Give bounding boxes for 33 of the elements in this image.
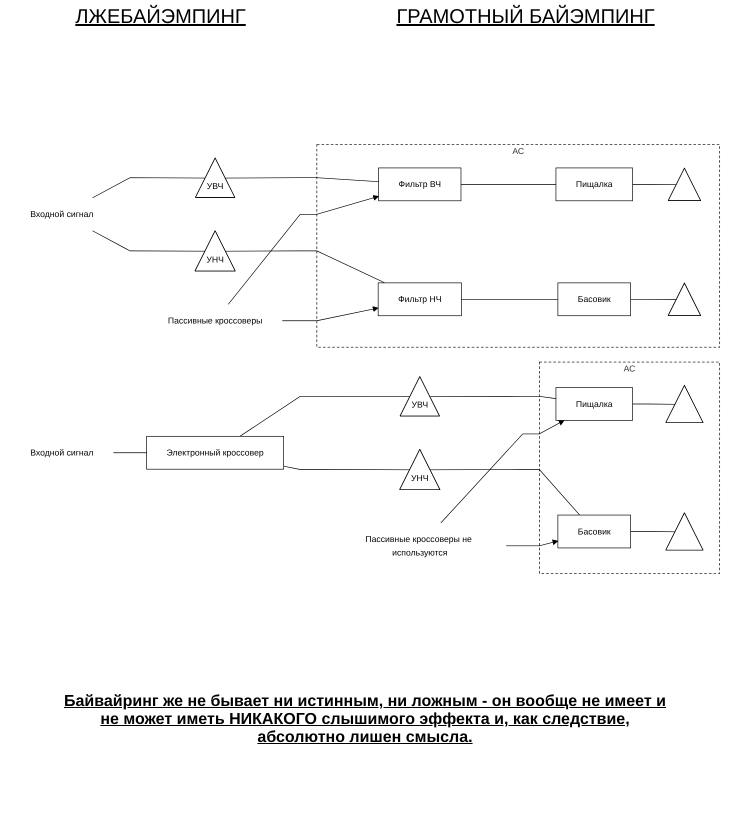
node-text: Входной сигнал — [30, 209, 94, 220]
connector — [225, 177, 379, 182]
arrow — [228, 195, 379, 305]
caption: Байвайринг же не бывает ни истинным, ни ложным - он вообще не имеет и не может иметь НИКАКОГО слышимого эффекта и, как следствие, абсолютно лишен смысла. — [63, 693, 667, 747]
connector — [113, 452, 147, 454]
connector — [630, 531, 676, 532]
node-box: Пищалка — [556, 168, 633, 202]
node-box: Пищалка — [556, 387, 633, 421]
node-text: Входной сигнал — [30, 448, 94, 458]
section-heading: ГРАМОТНЫЙ БАЙЭМПИНГ — [396, 6, 655, 29]
connector — [632, 184, 677, 186]
arrow — [440, 420, 564, 524]
arrow — [506, 539, 558, 546]
connector — [630, 298, 677, 300]
connector — [632, 404, 676, 405]
node-box: Басовик — [558, 514, 631, 548]
node-box: Электронный кроссовер — [146, 436, 284, 470]
connector — [460, 184, 556, 185]
arrow — [282, 306, 378, 322]
connector — [225, 250, 386, 284]
node-box: Фильтр ВЧ — [378, 168, 462, 202]
connector — [461, 298, 558, 300]
node-text: Пассивные кроссоверы — [168, 316, 262, 326]
node-box: Басовик — [558, 282, 631, 316]
section-heading: ЛЖЕБАЙЭМПИНГ — [75, 6, 246, 29]
node-box: Фильтр НЧ — [378, 282, 462, 316]
connector — [430, 469, 580, 516]
connector — [283, 466, 410, 470]
node-text: Пассивные кроссоверы не используются — [365, 534, 472, 558]
connector — [240, 396, 411, 437]
connector — [92, 230, 206, 252]
connector — [430, 396, 556, 399]
connector — [92, 177, 206, 198]
